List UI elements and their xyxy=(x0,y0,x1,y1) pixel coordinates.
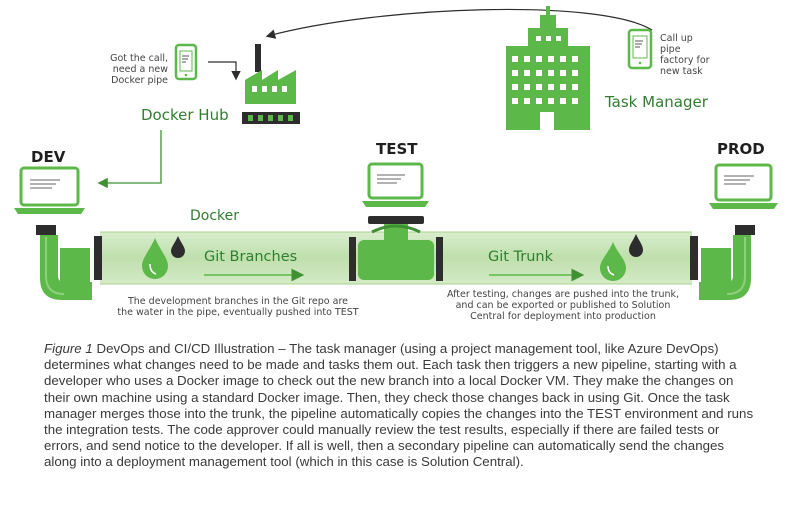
laptop-icon xyxy=(709,163,778,209)
call-arrow-hub xyxy=(208,61,241,81)
label-docker-hub: Docker Hub xyxy=(141,106,229,124)
note-docker-hub-call: Got the call, need a new Docker pipe xyxy=(110,53,168,86)
label-docker: Docker xyxy=(190,208,240,224)
building-icon xyxy=(506,6,590,130)
water-drop-icon xyxy=(600,242,626,281)
laptop-icon xyxy=(14,166,85,214)
water-drop-icon xyxy=(171,236,185,258)
label-git-branches: Git Branches xyxy=(204,249,298,265)
task-to-hub-arrow xyxy=(265,8,653,39)
note-trunk: After testing, changes are pushed into t… xyxy=(446,289,680,322)
note-branches: The development branches in the Git repo… xyxy=(117,296,359,318)
devops-diagram xyxy=(14,6,778,300)
label-task-manager: Task Manager xyxy=(605,93,708,111)
figure-label: Figure 1 xyxy=(44,341,93,356)
hub-to-dev-arrow xyxy=(97,130,162,189)
caption-text: DevOps and CI/CD Illustration – The task… xyxy=(44,341,754,470)
faucet-icon xyxy=(690,225,755,300)
phone-icon xyxy=(174,43,198,81)
phone-icon xyxy=(627,28,653,70)
note-task-manager-call: Call up pipe factory for new task xyxy=(660,33,710,77)
figure-caption: Figure 1 DevOps and CI/CD Illustration –… xyxy=(44,341,760,471)
faucet-icon xyxy=(36,225,102,300)
laptop-icon xyxy=(362,162,429,207)
factory-icon xyxy=(242,44,300,124)
label-git-trunk: Git Trunk xyxy=(488,249,554,265)
label-test: TEST xyxy=(376,140,418,158)
label-dev: DEV xyxy=(31,148,66,166)
valve-icon xyxy=(349,216,443,281)
water-drop-icon xyxy=(629,234,643,257)
label-prod: PROD xyxy=(717,140,765,158)
water-drop-icon xyxy=(142,238,168,279)
